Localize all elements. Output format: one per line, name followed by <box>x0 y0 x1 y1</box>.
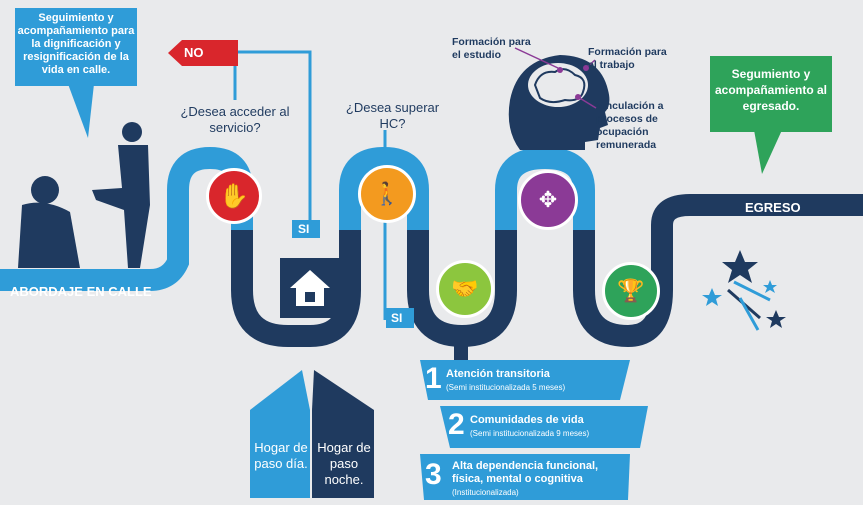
escape-person-icon: 🚶 <box>358 165 416 223</box>
path-dark-3 <box>573 194 863 348</box>
step-1-number: 1 <box>425 362 442 395</box>
hogar-noche-label: Hogar de paso noche. <box>317 440 371 487</box>
bubble-top-left: Seguimiento y acompañamiento para la dig… <box>15 8 137 86</box>
bubble-tail-left <box>68 84 94 138</box>
brain-label-estudio: Formación para el estudio <box>452 36 531 61</box>
si-label-1: SI <box>298 222 310 236</box>
step-3-title: Alta dependencia funcional, física, ment… <box>452 460 599 485</box>
star-small-1 <box>702 288 722 306</box>
star-small-3 <box>763 280 777 293</box>
silhouette-people-icon <box>18 122 150 268</box>
brain-label-trabajo: Formación para el trabajo <box>588 46 667 71</box>
path-light-3 <box>495 146 595 230</box>
step-1-sub: (Semi institucionalizada 5 meses) <box>446 383 566 392</box>
stem <box>454 336 468 366</box>
hogar-noche-tail <box>312 370 374 410</box>
brain-label-vinculacion: Vinculación a procesos de ocupación remu… <box>596 100 664 151</box>
bubble-tail-right <box>754 130 782 174</box>
no-badge <box>168 40 238 66</box>
hogar-noche-box <box>312 410 374 498</box>
bubble-top-right-text: Segumiento y acompañamiento al egresado. <box>714 67 828 113</box>
hogar-dia-box <box>250 410 310 498</box>
si-badge-2 <box>386 308 414 328</box>
house-icon <box>280 258 340 318</box>
step-2-sub: (Semi institucionalizada 9 meses) <box>470 429 590 438</box>
handshake-icon: 🤝 <box>436 260 494 318</box>
bubble-top-right: Segumiento y acompañamiento al egresado. <box>710 56 832 132</box>
steps-bg <box>420 360 648 500</box>
end-label: EGRESO <box>745 200 801 215</box>
no-label: NO <box>184 45 204 60</box>
question-2: ¿Desea superar HC? <box>345 100 440 131</box>
step-1-title: Atención transitoria <box>446 368 550 380</box>
path-dark-1 <box>231 230 361 347</box>
podium-icon: 🏆 <box>602 262 660 320</box>
hand-icon: ✋ <box>206 168 262 224</box>
person-arrows-icon: ✥ <box>518 170 578 230</box>
si-label-2: SI <box>391 311 403 325</box>
step-2-title: Comunidades de vida <box>470 414 584 426</box>
step-3-number: 3 <box>425 458 442 491</box>
step-3-sub: (Institucionalizada) <box>452 488 519 497</box>
head-silhouette-icon <box>508 55 610 150</box>
start-label: ABORDAJE EN CALLE <box>10 284 152 299</box>
bubble-top-left-text: Seguimiento y acompañamiento para la dig… <box>17 12 135 76</box>
question-1: ¿Desea acceder al servicio? <box>180 104 290 135</box>
star-small-2 <box>766 310 786 328</box>
step-2-number: 2 <box>448 408 465 441</box>
star-big <box>722 250 758 283</box>
hogar-dia-label: Hogar de paso día. <box>254 440 308 471</box>
hogar-dia-tail <box>250 370 310 410</box>
si-badge-1 <box>292 220 320 238</box>
